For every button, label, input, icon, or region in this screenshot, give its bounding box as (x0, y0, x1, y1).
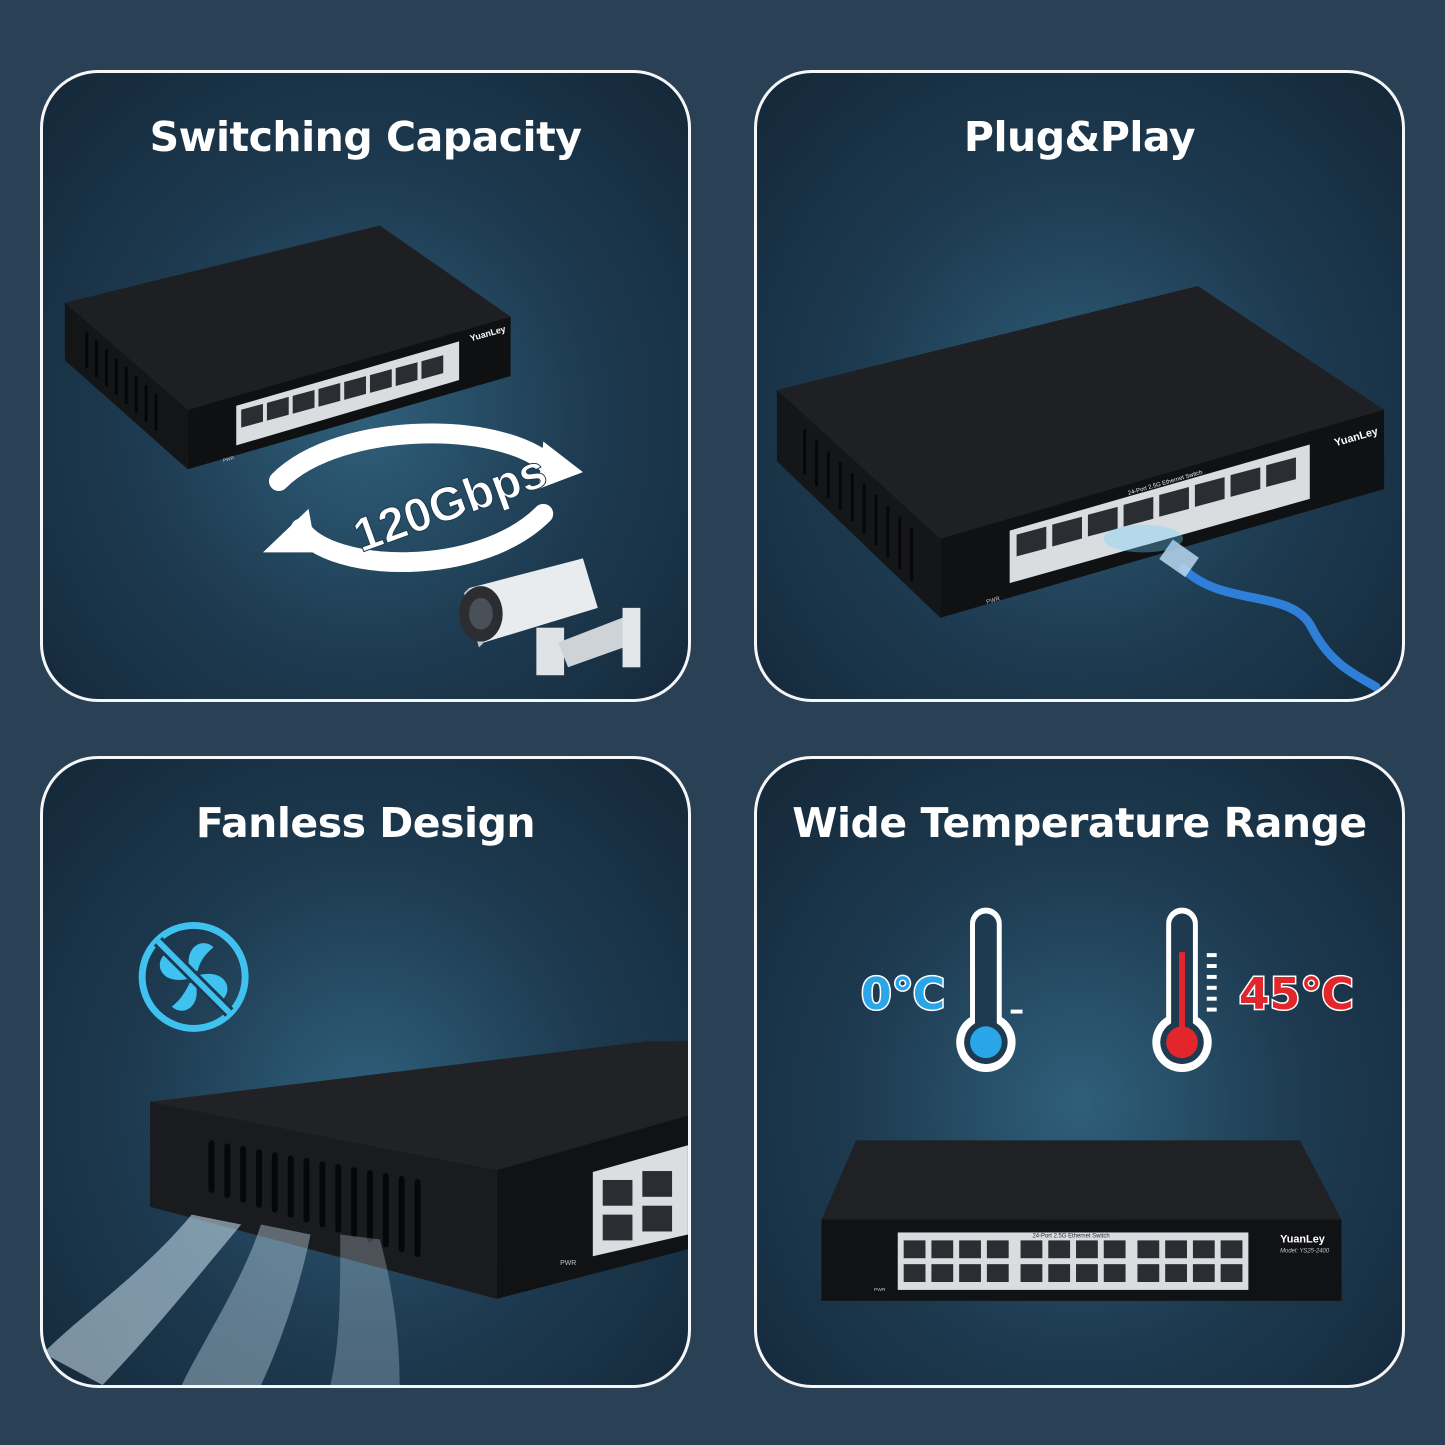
plug-scene: 24-Port 2.5G Ethernet Switch YuanLey PWR (776, 285, 1385, 692)
fanless-design-title: Fanless Design (195, 799, 536, 847)
fanless-design-panel: Fanless Design (40, 756, 691, 1388)
wide-temperature-title: Wide Temperature Range (792, 799, 1367, 847)
ports (903, 1240, 1243, 1282)
switch-power-label: PWR (986, 596, 1002, 606)
switch-top (821, 1140, 1342, 1220)
plug-and-play-panel: Plug&Play 24-Port 2.5G Ethernet Switch Y… (754, 70, 1405, 702)
vent-slots (85, 332, 158, 431)
switch-top (64, 225, 511, 410)
hot-thermometer-icon (1152, 907, 1217, 1072)
rotation-arrows (262, 423, 583, 572)
switch-port-label: 24-Port 2.5G Ethernet Switch (1032, 1233, 1109, 1239)
switch-model: Model: YS25-2400 (1280, 1248, 1330, 1254)
security-camera-icon (459, 558, 641, 676)
switch-power-label: PWR (222, 455, 235, 464)
fanless-scene: PWR (43, 921, 688, 1385)
airflow-mist (43, 1214, 400, 1385)
switching-capacity-title: Switching Capacity (149, 113, 582, 161)
ports (1016, 457, 1296, 557)
switch-power-label: PWR (560, 1260, 576, 1267)
ports (241, 355, 444, 428)
switching-speed-label: 120Gbps (347, 445, 554, 563)
switching-capacity-panel: Switching Capacity YuanLey PWR (40, 70, 691, 702)
temperature-scene: 24-Port 2.5G Ethernet Switch YuanLey Mod… (821, 907, 1342, 1301)
ports (602, 1171, 673, 1241)
plug-and-play-title: Plug&Play (963, 113, 1196, 161)
switch-top (150, 1041, 688, 1171)
port-block (897, 1232, 1249, 1290)
vent-slots (803, 429, 914, 582)
ethernet-cable-icon (1103, 524, 1381, 692)
switch-top (776, 285, 1385, 539)
no-fan-icon (138, 921, 249, 1032)
switch-power-label: PWR (874, 1287, 886, 1293)
vent-slots (208, 1140, 421, 1258)
switch-brand: YuanLey (1280, 1233, 1325, 1245)
switching-scene: YuanLey PWR 120Gbps (64, 225, 641, 676)
min-temperature-label: 0℃ (860, 968, 947, 1022)
max-temperature-label: 45℃ (1238, 968, 1356, 1022)
wide-temperature-panel: Wide Temperature Range 0℃ 45℃ (754, 756, 1405, 1388)
cold-thermometer-icon (956, 907, 1023, 1072)
